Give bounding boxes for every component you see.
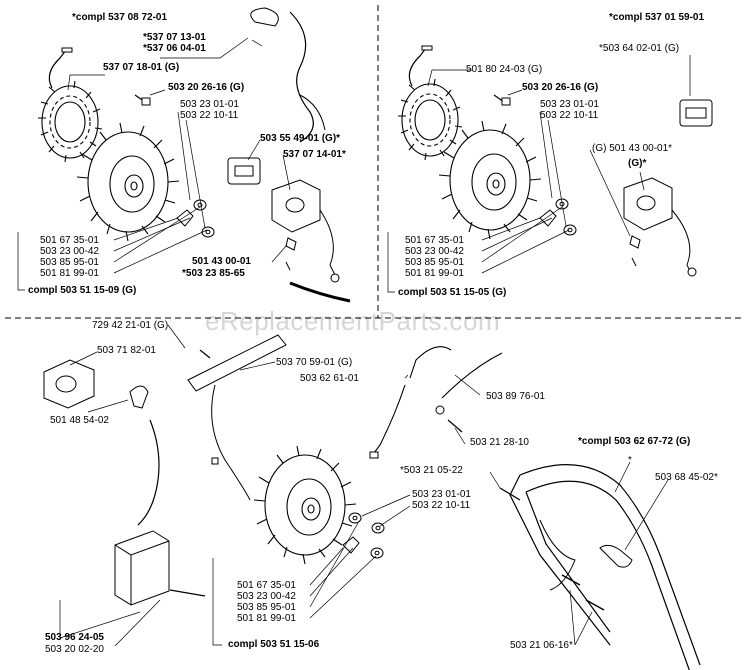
label-b-503-62-61-01: 503 62 61-01: [300, 373, 359, 384]
label-tl-503-23-85-65: *503 23 85-65: [182, 268, 245, 279]
label-tr-503-20-26-16: 503 20 26-16 (G): [522, 82, 599, 93]
label-tl-537-07-18-01: 537 07 18-01 (G): [103, 62, 180, 73]
label-tl-compl-537-08-72-01: *compl 537 08 72-01: [72, 12, 168, 23]
label-b-503-71-82-01: 503 71 82-01: [97, 345, 156, 356]
watermark: eReplacementParts.com: [205, 306, 501, 336]
label-b-503-22-10-11: 503 22 10-11: [412, 500, 471, 511]
label-tr-503-85-95-01: 503 85 95-01: [405, 257, 464, 268]
label-tr-compl-503-51-15-05: compl 503 51 15-05 (G): [398, 287, 507, 298]
label-tl-503-20-26-16: 503 20 26-16 (G): [168, 82, 245, 93]
label-tl-501-43-00-01: 501 43 00-01: [192, 256, 251, 267]
label-tl-537-06-04-01: *537 06 04-01: [143, 43, 206, 54]
label-tr-503-64-02-01: *503 64 02-01 (G): [599, 43, 680, 54]
label-b-503-21-28-10: 503 21 28-10: [470, 437, 529, 448]
label-tr-g-star: (G)*: [628, 158, 647, 169]
label-b-compl-503-62-67-72: *compl 503 62 67-72 (G): [578, 436, 691, 447]
label-b-503-89-76-01: 503 89 76-01: [486, 391, 545, 402]
label-tr-501-80-24-03: 501 80 24-03 (G): [466, 64, 543, 75]
label-tl-503-23-01-01: 503 23 01-01: [180, 99, 239, 110]
label-tr-503-23-01-01: 503 23 01-01: [540, 99, 599, 110]
label-tr-503-22-10-11: 503 22 10-11: [540, 110, 599, 121]
label-b-729-42-21-01: 729 42 21-01 (G): [92, 320, 169, 331]
label-tr-compl-537-01-59-01: *compl 537 01 59-01: [609, 12, 705, 23]
label-b-503-20-02-20: 503 20 02-20: [45, 644, 104, 655]
label-tl-503-22-10-11: 503 22 10-11: [180, 110, 239, 121]
label-tl-503-23-00-42: 503 23 00-42: [40, 246, 99, 257]
label-b-503-85-95-01: 503 85 95-01: [237, 602, 296, 613]
label-tr-503-23-00-42: 503 23 00-42: [405, 246, 464, 257]
label-b-501-81-99-01: 501 81 99-01: [237, 613, 296, 624]
label-b-503-96-24-05: 503 96 24-05: [45, 632, 104, 643]
label-tl-501-67-35-01: 501 67 35-01: [40, 235, 99, 246]
label-tr-501-43-00-01: (G) 501 43 00-01*: [592, 143, 673, 154]
label-tl-537-07-14-01: 537 07 14-01*: [283, 149, 346, 160]
label-b-503-68-45-02: 503 68 45-02*: [655, 472, 718, 483]
label-b-501-67-35-01: 501 67 35-01: [237, 580, 296, 591]
label-tl-compl-503-51-15-09: compl 503 51 15-09 (G): [28, 285, 137, 296]
label-b-503-70-59-01: 503 70 59-01 (G): [276, 357, 353, 368]
label-tl-503-85-95-01: 503 85 95-01: [40, 257, 99, 268]
label-tr-501-67-35-01: 501 67 35-01: [405, 235, 464, 246]
label-b-503-21-06-16: 503 21 06-16*: [510, 640, 573, 651]
label-b-503-23-00-42: 503 23 00-42: [237, 591, 296, 602]
label-b-501-48-54-02: 501 48 54-02: [50, 415, 109, 426]
label-b-asterisk: *: [628, 455, 632, 466]
label-b-compl-503-51-15-06: compl 503 51 15-06: [228, 639, 320, 650]
label-tr-501-81-99-01: 501 81 99-01: [405, 268, 464, 279]
label-tl-501-81-99-01: 501 81 99-01: [40, 268, 99, 279]
label-b-503-21-05-22: *503 21 05-22: [400, 465, 463, 476]
label-tl-503-55-49-01: 503 55 49-01 (G)*: [260, 133, 341, 144]
label-b-503-23-01-01: 503 23 01-01: [412, 489, 471, 500]
label-tl-537-07-13-01: *537 07 13-01: [143, 32, 206, 43]
